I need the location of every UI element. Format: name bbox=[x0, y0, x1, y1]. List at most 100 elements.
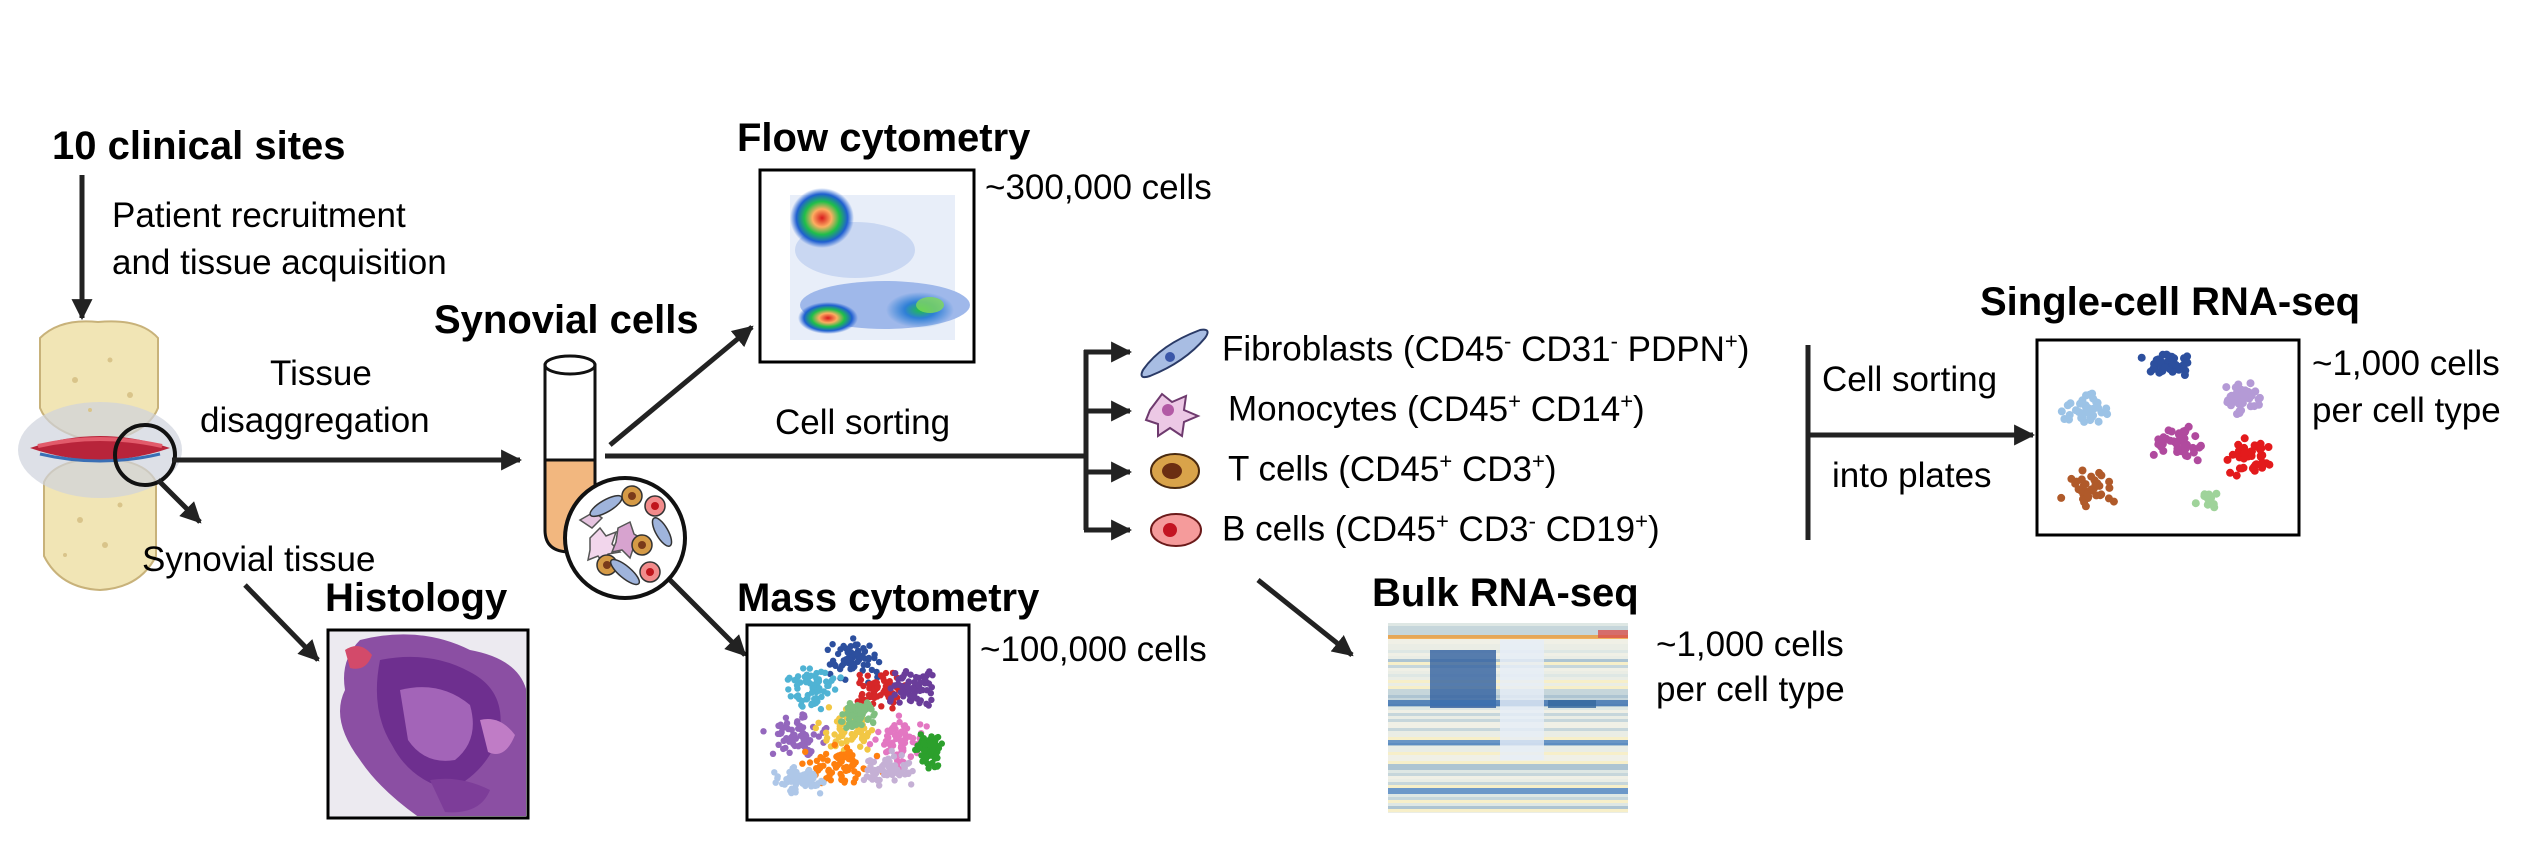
cluster-dot bbox=[834, 650, 842, 658]
cluster-dot bbox=[935, 744, 943, 752]
mass-cytometry-count: ~100,000 cells bbox=[980, 630, 1207, 669]
cluster-dot bbox=[2191, 499, 2200, 508]
cluster-dot bbox=[2097, 471, 2106, 480]
cluster-dot bbox=[2184, 422, 2193, 431]
cluster-dot bbox=[2256, 451, 2265, 460]
cluster-dot bbox=[898, 674, 905, 681]
arrow-tube-to-flow bbox=[608, 325, 754, 447]
cluster-dot bbox=[896, 699, 903, 706]
cluster-dot bbox=[859, 652, 866, 660]
heatmap-row bbox=[1388, 797, 1628, 800]
cluster-dot bbox=[806, 665, 813, 672]
cell-marker: CD45+ bbox=[1346, 508, 1449, 549]
cluster-dot bbox=[2209, 500, 2218, 509]
cluster-dot bbox=[2160, 363, 2169, 372]
cell-marker: CD3+ bbox=[1452, 448, 1545, 489]
cluster-dot bbox=[775, 741, 782, 748]
cluster-dot bbox=[848, 730, 855, 738]
cluster-dot bbox=[780, 745, 787, 753]
cluster-dot bbox=[887, 742, 894, 749]
cluster-dot bbox=[782, 714, 790, 721]
cluster-dot bbox=[895, 712, 903, 719]
bulk-count-line1: ~1,000 cells bbox=[1656, 625, 1844, 664]
heatmap-row bbox=[1388, 776, 1628, 779]
heatmap-row bbox=[1388, 785, 1628, 788]
cluster-dot bbox=[898, 752, 905, 759]
cluster-dot bbox=[897, 689, 905, 696]
cluster-dot bbox=[808, 701, 815, 709]
cluster-dot bbox=[933, 734, 941, 741]
cluster-dot bbox=[846, 748, 853, 755]
heatmap-row bbox=[1388, 626, 1628, 629]
cluster-dot bbox=[799, 711, 806, 718]
bulk-count-line2: per cell type bbox=[1656, 670, 1845, 709]
cluster-dot bbox=[908, 781, 915, 788]
cluster-dot bbox=[861, 705, 868, 712]
cluster-dot bbox=[873, 679, 880, 686]
cluster-dot bbox=[785, 686, 792, 693]
fibroblast-icon bbox=[1140, 328, 1209, 379]
cluster-dot bbox=[817, 705, 825, 713]
cluster-dot bbox=[2193, 456, 2202, 465]
cluster-dot bbox=[914, 742, 921, 749]
cluster-dot bbox=[928, 733, 935, 740]
synovial-tissue-label: Synovial tissue bbox=[142, 540, 376, 579]
cluster-dot bbox=[860, 682, 867, 690]
cluster-dot bbox=[815, 719, 822, 726]
arrow-tube-to-mass bbox=[663, 573, 747, 657]
cluster-dot bbox=[855, 716, 863, 723]
cluster-dot bbox=[2246, 379, 2255, 388]
cluster-dot bbox=[808, 689, 816, 696]
heatmap-row bbox=[1388, 782, 1628, 785]
cluster-dot bbox=[869, 776, 876, 783]
cluster-dot bbox=[836, 665, 844, 673]
cluster-dot bbox=[783, 723, 790, 730]
cluster-dot bbox=[778, 780, 786, 788]
cluster-dot bbox=[2087, 472, 2096, 481]
cluster-dot bbox=[857, 743, 864, 750]
cluster-dot bbox=[787, 693, 794, 700]
cluster-dot bbox=[834, 754, 842, 762]
cluster-dot bbox=[887, 685, 894, 692]
flow-cytometry-plot bbox=[758, 168, 976, 364]
cluster-dot bbox=[928, 696, 935, 704]
cluster-dot bbox=[807, 672, 815, 679]
heatmap-row bbox=[1388, 794, 1628, 797]
flow-cytometry-title: Flow cytometry bbox=[737, 116, 1031, 160]
cluster-dot bbox=[791, 742, 798, 750]
cluster-dot bbox=[822, 750, 830, 758]
recruitment-line1: Patient recruitment bbox=[112, 196, 406, 235]
cluster-dot bbox=[850, 760, 857, 767]
cluster-dot bbox=[2079, 480, 2088, 489]
cluster-dot bbox=[2183, 358, 2192, 367]
cluster-dot bbox=[905, 759, 913, 767]
cluster-dot bbox=[2078, 412, 2087, 421]
cluster-dot bbox=[852, 775, 859, 782]
flow-cytometry-count: ~300,000 cells bbox=[985, 168, 1212, 207]
cluster-dot bbox=[837, 770, 844, 778]
cluster-dot bbox=[2081, 502, 2090, 511]
cluster-dot bbox=[821, 669, 829, 676]
cluster-dot bbox=[2250, 402, 2259, 411]
cluster-dot bbox=[2162, 350, 2171, 359]
cluster-dot bbox=[2181, 451, 2190, 460]
cluster-dot bbox=[829, 641, 836, 648]
cluster-dot bbox=[791, 731, 798, 738]
cell-sorting-label: Cell sorting bbox=[775, 403, 951, 442]
cluster-dot bbox=[851, 768, 858, 775]
heatmap-row bbox=[1388, 764, 1628, 767]
cluster-dot bbox=[886, 678, 893, 685]
cluster-dot bbox=[2223, 398, 2232, 407]
cluster-dot bbox=[823, 724, 830, 732]
cluster-dot bbox=[917, 679, 924, 686]
cluster-dot bbox=[2089, 411, 2098, 420]
cluster-dot bbox=[2102, 404, 2111, 413]
cluster-dot bbox=[872, 693, 879, 700]
cluster-dot bbox=[2097, 490, 2106, 499]
cluster-dot bbox=[2244, 387, 2253, 396]
cell-type-label-monocytes: Monocytes (CD45+ CD14+) bbox=[1228, 388, 1645, 429]
cluster-dot bbox=[798, 697, 806, 705]
heatmap-row bbox=[1388, 773, 1628, 776]
monocyte-icon bbox=[1144, 392, 1201, 438]
cluster-dot bbox=[2251, 387, 2260, 396]
